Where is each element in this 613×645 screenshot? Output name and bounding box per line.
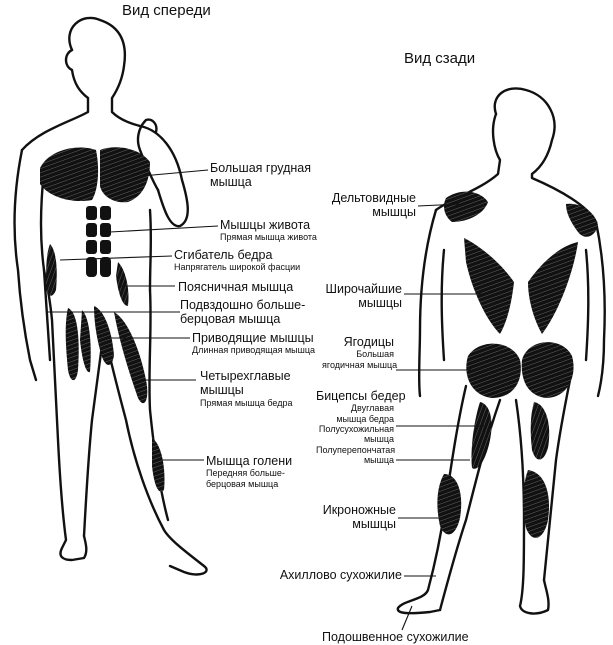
label-iliopsoas: Подвздошно больше- берцовая мышца [180, 298, 306, 327]
label-hamstrings: Бицепсы бедер Двуглавая мышца бедра Полу… [316, 389, 406, 466]
front-hip-flexor-muscles [46, 244, 129, 306]
label-plantar: Подошвенное сухожилие [322, 630, 469, 644]
front-abdominal-muscles [86, 206, 111, 277]
back-view-title: Вид сзади [404, 50, 476, 67]
label-quadriceps: Четырехглавые мышцы Прямая мышца бедра [200, 369, 293, 408]
label-hip-flexor: Сгибатель бедра Напрягатель широкой фасц… [174, 248, 301, 273]
label-lumbar: Поясничная мышца [178, 280, 294, 294]
label-calf: Икроножные мышцы [322, 503, 396, 532]
label-abdominal: Мышцы живота Прямая мышца живота [220, 218, 317, 243]
label-adductors: Приводящие мышцы Длинная приводящая мышц… [192, 331, 316, 356]
front-thigh-muscles [65, 306, 148, 404]
back-hamstring-muscles [471, 402, 550, 469]
back-latissimus-muscles [464, 238, 578, 334]
front-body-outline [13, 16, 208, 576]
label-achilles: Ахиллово сухожилие [279, 568, 402, 582]
back-gluteal-muscles [466, 342, 574, 398]
label-pectoral: Большая грудная мышца [210, 161, 312, 190]
label-gluteal: Ягодицы Большая ягодичная мышца [322, 335, 398, 370]
front-pectoral-muscles [40, 147, 150, 203]
back-calf-muscles [437, 470, 550, 538]
front-view-title: Вид спереди [122, 2, 211, 19]
label-deltoid: Дельтовидные мышцы [331, 191, 416, 220]
leader-lines [48, 169, 484, 631]
back-deltoid-muscles [444, 191, 598, 237]
front-shin-muscle [152, 438, 165, 492]
label-shin: Мышца голени Передняя больше- берцовая м… [206, 454, 293, 489]
label-latissimus: Широчайшие мышцы [325, 282, 402, 311]
